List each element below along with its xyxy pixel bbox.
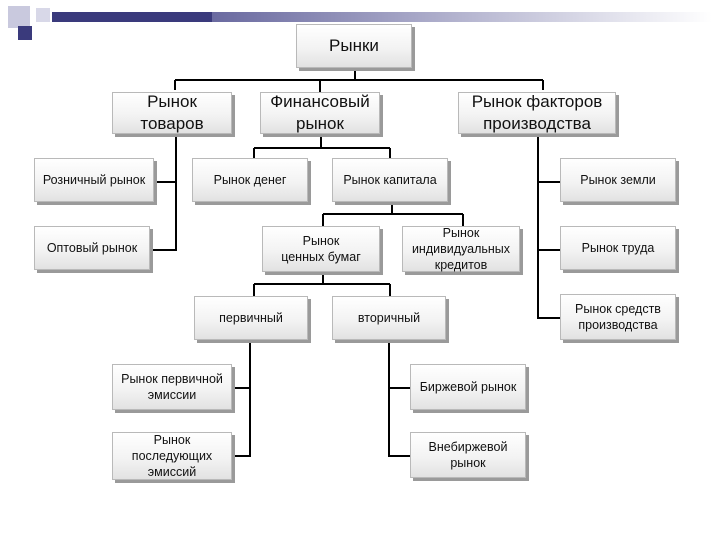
node-exchange-market-label: Биржевой рынок <box>419 380 517 394</box>
connector-goods-children <box>150 134 177 251</box>
node-primary-label: первичный <box>219 311 283 325</box>
deco-square-small <box>18 26 32 40</box>
node-subsequent-issues-market: Рынок последующих эмиссий <box>112 432 232 480</box>
node-financial-market-label: Финансовый рынок <box>270 92 370 133</box>
node-individual-credits-market-label: Рынок индивидуальных кредитов <box>411 226 511 272</box>
node-means-of-production-market-label: Рынок средств производства <box>575 302 661 332</box>
deco-bar-fade <box>212 12 712 22</box>
connector-root-to-level1 <box>174 68 544 92</box>
node-primary-issue-market-label: Рынок первичной эмиссии <box>121 372 223 402</box>
node-wholesale-market-label: Оптовый рынок <box>46 241 138 255</box>
node-securities-market-label: Рынок ценных бумаг <box>281 234 361 264</box>
node-exchange-market: Биржевой рынок <box>410 364 526 410</box>
connector-financial-children <box>253 134 391 158</box>
node-individual-credits-market: Рынок индивидуальных кредитов <box>402 226 520 272</box>
node-primary-issue-market: Рынок первичной эмиссии <box>112 364 232 410</box>
node-means-of-production-market: Рынок средств производства <box>560 294 676 340</box>
connector-capital-children <box>322 202 464 226</box>
node-markets: Рынки <box>296 24 412 68</box>
node-money-market: Рынок денег <box>192 158 308 202</box>
node-secondary-label: вторичный <box>357 311 421 325</box>
deco-square-large <box>8 6 30 28</box>
node-securities-market: Рынок ценных бумаг <box>262 226 380 272</box>
node-secondary: вторичный <box>332 296 446 340</box>
node-money-market-label: Рынок денег <box>213 173 287 187</box>
node-financial-market: Финансовый рынок <box>260 92 380 134</box>
node-markets-label: Рынки <box>329 36 379 56</box>
connector-primary-children <box>233 340 251 457</box>
node-retail-market: Розничный рынок <box>34 158 154 202</box>
node-retail-market-label: Розничный рынок <box>42 173 146 187</box>
node-wholesale-market: Оптовый рынок <box>34 226 150 270</box>
node-otc-market: Внебиржевой рынок <box>410 432 526 478</box>
node-primary: первичный <box>194 296 308 340</box>
node-labor-market-label: Рынок труда <box>581 241 655 255</box>
connector-factors-children <box>537 134 560 319</box>
node-factors-market-label: Рынок факторов производства <box>471 92 603 133</box>
node-land-market-label: Рынок земли <box>580 173 656 187</box>
deco-bar-dark <box>52 12 212 22</box>
slide-header-decoration <box>8 6 712 40</box>
node-goods-market-label: Рынок товаров <box>140 92 204 133</box>
node-goods-market: Рынок товаров <box>112 92 232 134</box>
node-subsequent-issues-market-label: Рынок последующих эмиссий <box>131 433 213 479</box>
deco-square-mid <box>36 8 50 22</box>
node-land-market: Рынок земли <box>560 158 676 202</box>
node-capital-market-label: Рынок капитала <box>343 173 437 187</box>
node-labor-market: Рынок труда <box>560 226 676 270</box>
node-capital-market: Рынок капитала <box>332 158 448 202</box>
node-otc-market-label: Внебиржевой рынок <box>428 440 508 470</box>
connector-secondary-children <box>388 340 410 457</box>
node-factors-market: Рынок факторов производства <box>458 92 616 134</box>
connector-securities-children <box>253 272 391 296</box>
